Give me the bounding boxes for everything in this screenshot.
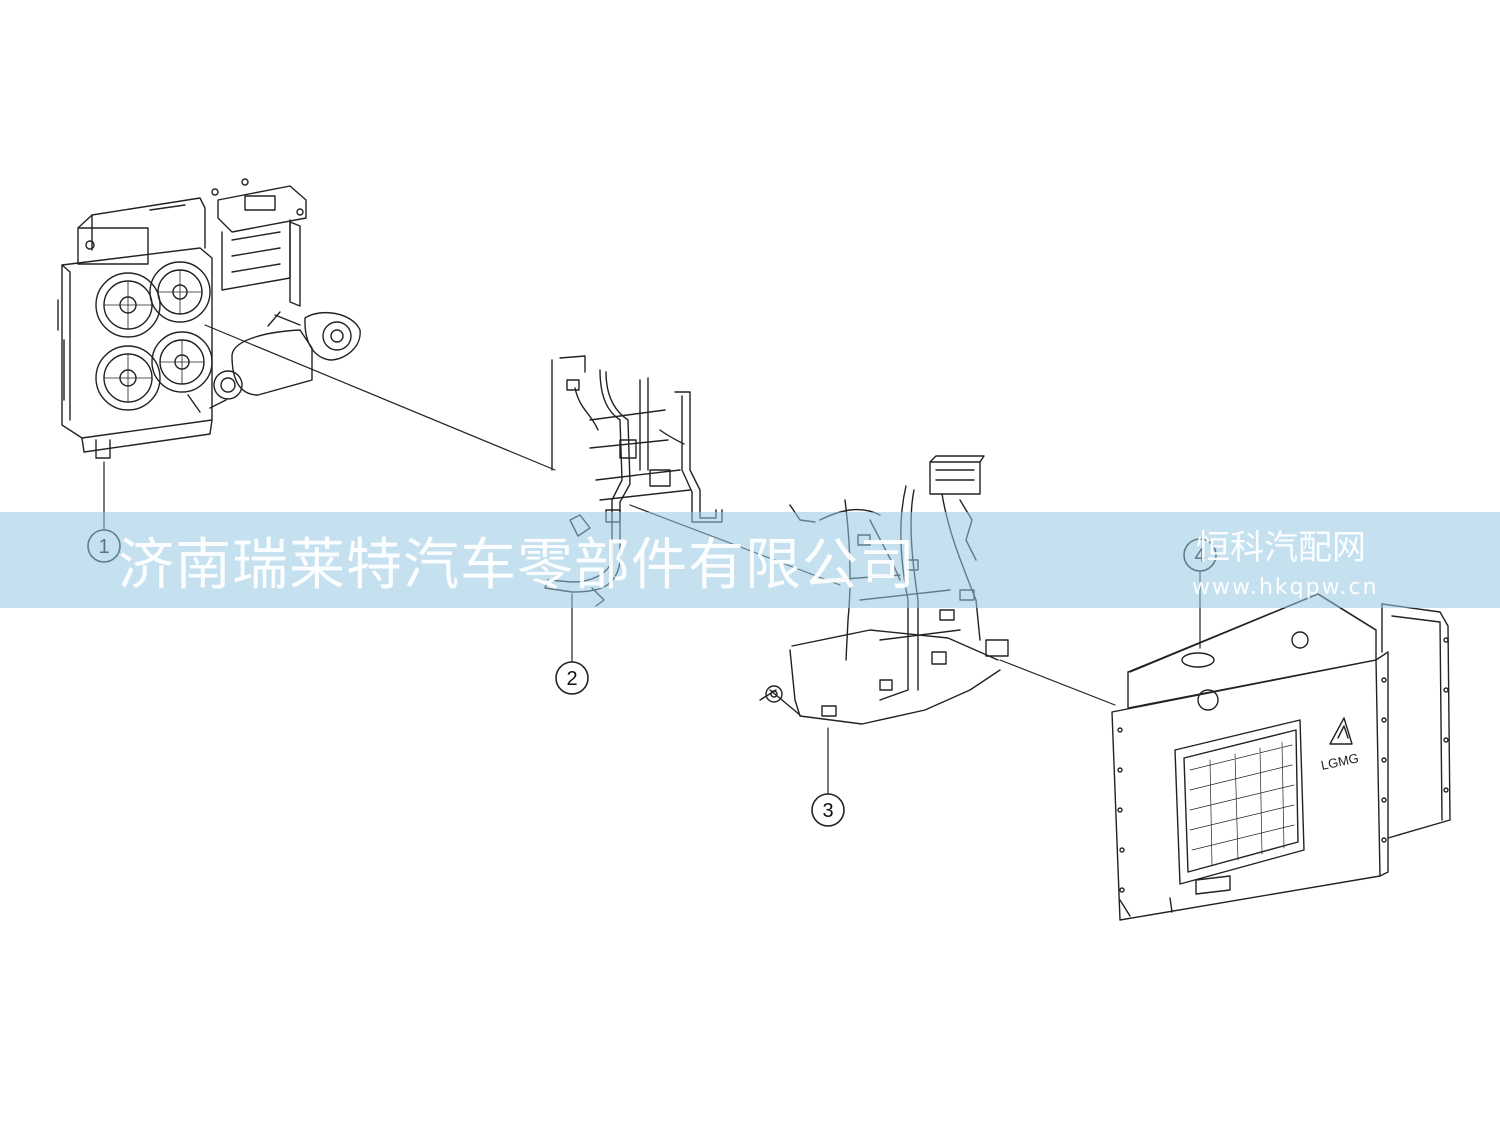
watermark-band: [0, 512, 1500, 608]
callout-2-label: 2: [566, 668, 577, 690]
callout-2: 2: [555, 661, 589, 695]
callout-3: 3: [811, 793, 845, 827]
part-4-enclosure: [1111, 593, 1451, 921]
watermark-company-name: 济南瑞莱特汽车零部件有限公司: [118, 533, 916, 598]
watermark-site-url: www.hkqpw.cn: [1192, 575, 1379, 600]
watermark-site-name: 恒科汽配网: [1196, 528, 1366, 568]
callout-3-label: 3: [822, 800, 833, 822]
part-1-cooling-assembly: [57, 178, 361, 459]
brand-logo-text: LGMG: [1320, 750, 1361, 773]
